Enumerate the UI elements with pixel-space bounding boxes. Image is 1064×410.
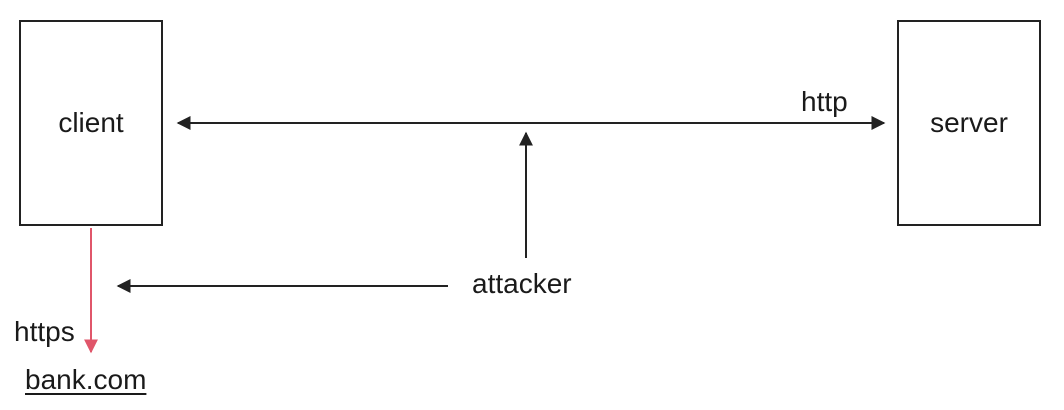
server-node-label: server (930, 107, 1008, 138)
https-edge-label: https (14, 316, 75, 347)
server-node: server (897, 20, 1041, 226)
http-edge-label: http (801, 86, 848, 117)
bank-link[interactable]: bank.com (25, 364, 147, 395)
client-node: client (19, 20, 163, 226)
attacker-label: attacker (472, 268, 572, 299)
client-node-label: client (58, 107, 124, 138)
